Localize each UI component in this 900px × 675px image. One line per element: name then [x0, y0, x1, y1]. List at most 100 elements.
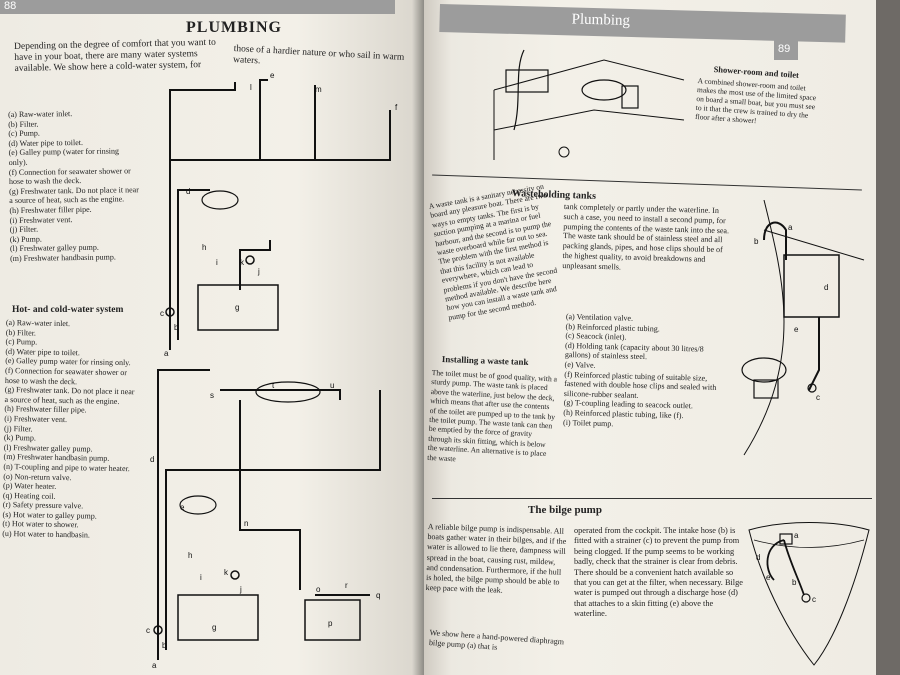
hot-water-legend: (a) Raw-water inlet. (b) Filter. (c) Pum…: [2, 318, 136, 541]
pipe-to-toilet: [165, 390, 381, 650]
floor-drain-icon: [558, 146, 570, 158]
waste-tank-diagram: a b c d e: [741, 200, 865, 456]
washbasin: [505, 69, 549, 93]
shower-room-diagram: [493, 49, 685, 160]
discharge-hose: [808, 317, 820, 391]
legend-item: (f) Connection for seawater shower or ho…: [4, 365, 128, 386]
room-wall: [493, 59, 685, 91]
diagram-label: e: [794, 325, 799, 334]
toilet-seat: [581, 79, 627, 101]
hull-outline: [748, 522, 870, 666]
diagram-label: e: [766, 573, 771, 582]
hull-waterline: [753, 539, 865, 548]
bilge-col1b: We show here a hand-powered diaphragm bi…: [428, 628, 565, 652]
intake-hose-b: [783, 539, 805, 596]
diagram-label: a: [152, 661, 157, 670]
pipe-raw-water: [157, 369, 210, 660]
right-page: Plumbing 89 Shower-room and toilet A com…: [424, 0, 876, 675]
pump-c2: [153, 625, 163, 635]
diagram-label: u: [330, 381, 334, 390]
diagram-label: o: [316, 585, 321, 594]
legend-item: (e) Galley pump (water for rinsing only)…: [8, 146, 120, 167]
galley-sink: [255, 381, 321, 403]
diagram-label: k: [224, 568, 229, 577]
bilge-col2: operated from the cockpit. The intake ho…: [574, 526, 743, 619]
diagram-label: c: [146, 626, 150, 635]
diagram-label: c: [816, 393, 820, 402]
install-title: Installing a waste tank: [441, 354, 529, 368]
diagram-label: d: [756, 553, 760, 562]
diagram-label: h: [188, 551, 192, 560]
diagram-label: l: [250, 83, 252, 92]
diagram-label: j: [257, 267, 260, 276]
toilet-bowl-2: [179, 495, 217, 515]
install-text: The toilet must be of good quality, with…: [427, 368, 558, 464]
diagram-label: k: [240, 258, 245, 267]
diagram-label: h: [202, 243, 206, 252]
diagram-label: m: [315, 85, 322, 94]
legend-item: (f) Connection for seawater shower or ho…: [8, 165, 131, 187]
waste-legend: (a) Ventilation valve. (b) Reinforced pl…: [563, 312, 726, 431]
pipe-main-vertical: [169, 82, 236, 350]
diagram-label: i: [216, 258, 218, 267]
pipe-top: [170, 110, 391, 161]
right-page-number: 89: [778, 43, 791, 55]
left-page: 88 PLUMBING Depending on the degree of c…: [0, 0, 424, 675]
freshwater-tank-g: [197, 284, 279, 331]
section-divider-2: [432, 498, 872, 499]
waste-col1: A waste tank is a sanitary necessity on …: [428, 181, 558, 323]
diagram-label: c: [160, 309, 164, 318]
pump-c: [165, 307, 175, 317]
diagram-label: d: [150, 455, 154, 464]
freshwater-tank-g2: [177, 594, 259, 641]
page-title: PLUMBING: [186, 19, 282, 36]
pump-k2: [230, 570, 240, 580]
diaphragm-pump-a: [779, 533, 793, 545]
vent-hose-b: [763, 221, 787, 260]
diagram-label: d: [186, 187, 190, 196]
diagram-label: g: [235, 303, 239, 312]
diagram-label: b: [792, 578, 797, 587]
deck-line: [763, 229, 865, 261]
section-divider: [432, 174, 862, 191]
diagram-label: f: [395, 103, 398, 112]
diagram-label: j: [239, 585, 242, 594]
legend-item: (m) Freshwater handbasin pump.: [10, 252, 116, 263]
legend-item: (u) Hot water to handbasin.: [2, 529, 91, 540]
water-heater-p: [304, 599, 361, 641]
diagram-label: e: [270, 71, 275, 80]
diagram-label: i: [200, 573, 202, 582]
hot-water-title: Hot- and cold-water system: [12, 305, 124, 315]
right-page-number-box: 89: [774, 40, 798, 60]
toilet-pump: [621, 85, 639, 109]
diagram-label: e: [180, 503, 185, 512]
room-floor: [493, 90, 685, 160]
diagram-label: q: [376, 591, 380, 600]
diagram-label: t: [272, 381, 275, 390]
toilet-base: [753, 379, 779, 399]
diagram-label: a: [788, 223, 793, 232]
right-header-title: Plumbing: [571, 11, 631, 29]
diagram-label: c: [812, 595, 816, 604]
diagram-label: d: [824, 283, 828, 292]
holding-tank-d: [783, 254, 840, 318]
cold-water-legend: (a) Raw-water inlet. (b) Filter. (c) Pum…: [8, 108, 140, 263]
shower-text: A combined shower-room and toilet makes …: [694, 76, 817, 126]
diagram-label: b: [174, 323, 179, 332]
diagram-label: b: [754, 237, 759, 246]
diagram-label: p: [328, 619, 333, 628]
diagram-label: g: [212, 623, 216, 632]
legend-item: (f) Reinforced plastic tubing of suitabl…: [563, 369, 717, 400]
left-header-bar: 88: [0, 0, 395, 14]
seacock-c: [807, 383, 817, 393]
diagram-label: b: [162, 641, 167, 650]
pipe-galley: [259, 79, 268, 160]
toilet-bowl: [201, 190, 239, 210]
diagram-label: n: [244, 519, 248, 528]
diagram-label: r: [345, 581, 348, 590]
toilet-i: [741, 357, 787, 383]
hull-line: [743, 200, 785, 456]
bilge-col1: A reliable bilge pump is indispensable. …: [425, 522, 567, 595]
bilge-title: The bilge pump: [528, 504, 602, 516]
legend-item: (g) Freshwater tank. Do not place it nea…: [4, 385, 135, 406]
